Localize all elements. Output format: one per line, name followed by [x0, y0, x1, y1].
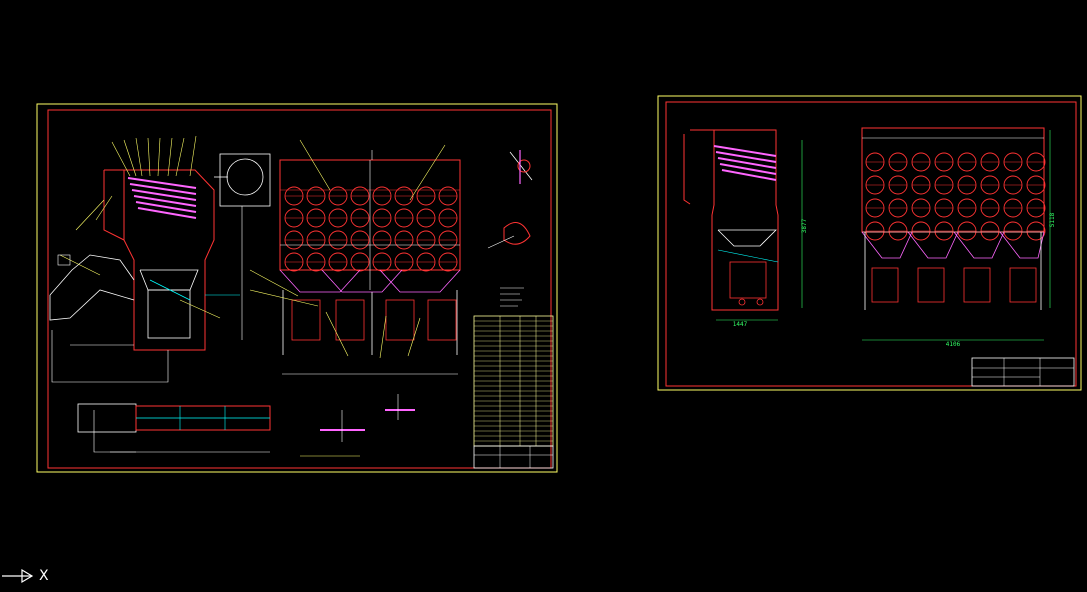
- side-elevation-view: [49, 135, 271, 383]
- parts-list-table: [473, 315, 554, 447]
- dimension-label-3877: 3877: [801, 218, 808, 233]
- right-sheet-inner-frame: [665, 101, 1077, 387]
- left-drawing-sheet[interactable]: [36, 103, 558, 473]
- right-sheet-outer-frame: [657, 95, 1082, 391]
- left-title-block: [473, 445, 554, 469]
- dimension-label-1447: 1447: [733, 321, 748, 328]
- detail-views: [487, 150, 533, 307]
- right-side-view: [683, 129, 803, 321]
- filter-bag-grid-left: [284, 186, 458, 272]
- front-elevation-view: [249, 139, 461, 375]
- dimension-label-4106: 4106: [946, 341, 961, 348]
- plan-view: [77, 394, 415, 457]
- filter-cartridge-rack: [127, 177, 197, 219]
- ucs-axis-icon: [2, 568, 34, 584]
- ucs-x-axis-label: X: [39, 568, 49, 584]
- dimension-label-5118: 5118: [1049, 212, 1056, 227]
- right-title-block: [971, 357, 1075, 387]
- filter-bag-grid-right: [865, 152, 1046, 241]
- right-front-view: [861, 127, 1051, 341]
- left-sheet-inner-frame: [47, 109, 552, 469]
- left-sheet-outer-frame: [36, 103, 558, 473]
- right-drawing-sheet[interactable]: 1447 4106 3877 5118: [657, 95, 1082, 391]
